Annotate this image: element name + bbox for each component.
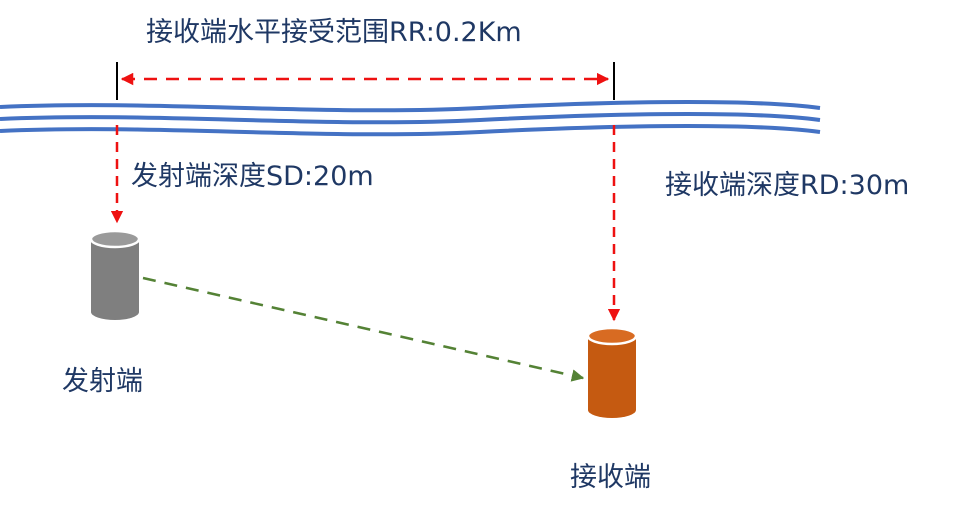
sea-surface-line [0, 100, 821, 113]
range-label: 接收端水平接受范围RR:0.2Km [146, 17, 522, 48]
source-label: 发射端 [62, 366, 143, 397]
source-cylinder-icon [89, 229, 141, 320]
receiver-depth-label: 接收端深度RD:30m [665, 170, 910, 201]
sea-surface-line [0, 112, 821, 125]
sea-surface [0, 100, 821, 137]
receiver-label: 接收端 [570, 462, 651, 493]
propagation-arrow [142, 276, 585, 382]
sea-surface-line [0, 124, 821, 137]
source-depth-label: 发射端深度SD:20m [131, 161, 374, 192]
receiver-cylinder-icon [586, 326, 638, 418]
